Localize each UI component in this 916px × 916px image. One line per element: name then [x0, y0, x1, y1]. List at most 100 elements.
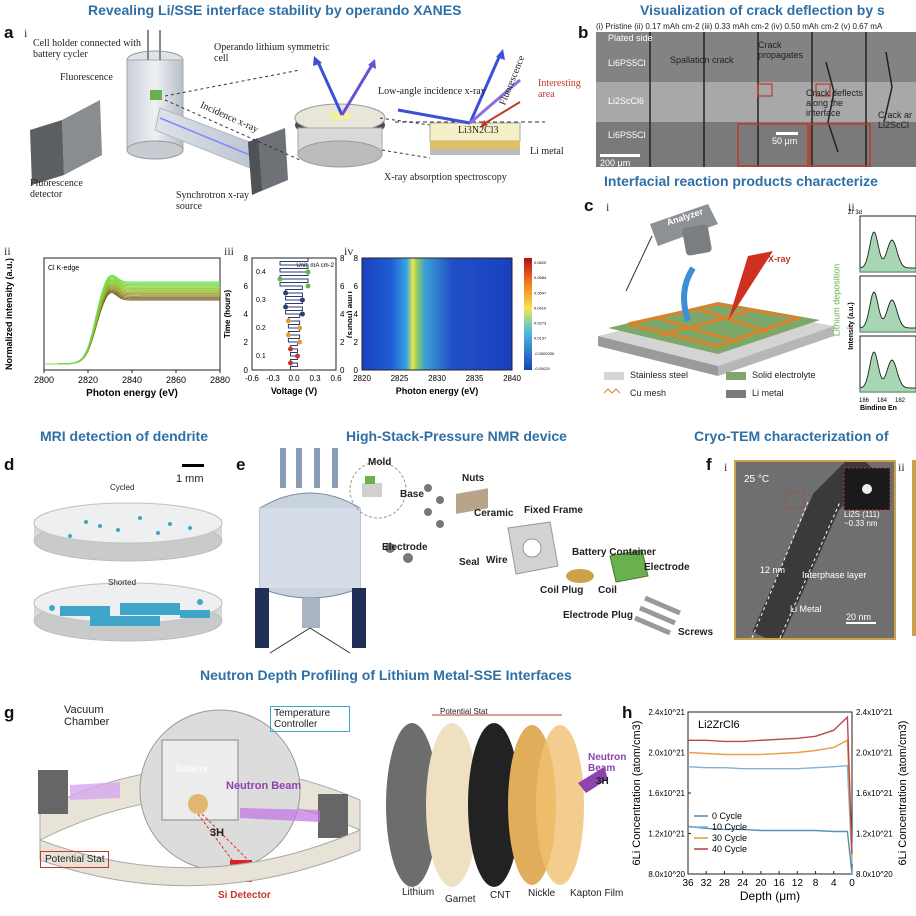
- legend-label: 40 Cycle: [712, 844, 747, 854]
- cryo-tem-image-ii: [912, 460, 916, 636]
- label-li-metal-f: Li Metal: [790, 604, 822, 614]
- x-tick-label: 8: [813, 878, 819, 889]
- y-tick-label: 8.0x10^20: [648, 870, 685, 879]
- legend-solid-electrolyte: Solid electrolyte: [752, 370, 816, 380]
- layer-lithium: Lithium: [402, 887, 435, 898]
- x-axis-label: Depth (μm): [740, 889, 800, 903]
- series-line: [44, 289, 220, 365]
- label-shorted: Shorted: [108, 578, 137, 587]
- panel-label-h: h: [622, 703, 633, 722]
- legend-label: 0 Cycle: [712, 811, 742, 821]
- colorbar-tick-label: 0.0273: [534, 321, 547, 326]
- annotation: Cl K-edge: [48, 265, 79, 272]
- title-crack: Visualization of crack deflection by s: [640, 2, 885, 18]
- title-cryo: Cryo-TEM characterization of: [694, 428, 889, 444]
- label-spallation: Spallation crack: [670, 55, 734, 65]
- legend-li-metal: Li metal: [752, 388, 784, 398]
- label-xray: X-ray: [768, 254, 791, 264]
- label-source: Synchrotron x-ray source: [176, 190, 250, 212]
- y-tick-label-right: 2.0x10^21: [856, 749, 893, 758]
- plot-frame: [251, 257, 337, 371]
- current-label: 0.4: [256, 269, 266, 276]
- xps-envelope: [859, 351, 916, 389]
- npd-setup: [38, 709, 361, 887]
- series-line: [44, 285, 220, 365]
- series-line-1: [687, 764, 853, 864]
- x-tick-label: 184: [877, 398, 888, 404]
- chart-title: Li2ZrCl6: [698, 719, 740, 731]
- x-tick-label: 16: [774, 878, 786, 889]
- scale-bar-d: [182, 464, 204, 467]
- colorbar-tick-label: 0.0410: [534, 305, 547, 310]
- peak-label: Zr 3d: [848, 210, 862, 216]
- crack-micrographs: [596, 32, 916, 167]
- x-axis-label: Binding En: [860, 405, 897, 410]
- label-crack-arrest: Crack ar Li2ScCl: [878, 110, 913, 130]
- y-tick-label: 0: [354, 366, 359, 375]
- colorbar-tick-label: 0.0684: [534, 275, 547, 280]
- nmr-device: [255, 448, 681, 654]
- series-line: [44, 278, 220, 365]
- label-li2s: Li2S (111) ~0.33 nm: [844, 510, 880, 528]
- sub-label-a-iv: iv: [344, 244, 354, 258]
- x-tick-label: 0.0: [288, 374, 300, 383]
- legend-cu-mesh: Cu mesh: [630, 388, 667, 398]
- colorbar-tick-label: -0.0000250: [534, 351, 555, 356]
- current-label: 0.3: [256, 297, 266, 304]
- sub-label-c-ii: ii: [848, 200, 855, 214]
- x-tick-label: 4: [831, 878, 837, 889]
- title-xanes: Revealing Li/SSE interface stability by …: [88, 2, 462, 18]
- sub-label-f-ii: ii: [898, 460, 905, 474]
- y-axis-label: 6Li Concentration (atom/cm3): [631, 721, 643, 866]
- y-tick-label: 2: [354, 338, 359, 347]
- x-tick-label: -0.3: [266, 374, 280, 383]
- label-operando: Operando lithium symmetric cell: [214, 42, 330, 64]
- xps-envelope: [859, 231, 916, 269]
- scale-1mm: 1 mm: [176, 473, 204, 485]
- label-electrode-plug: Electrode Plug: [563, 610, 634, 621]
- x-tick-label: 2840: [122, 375, 142, 385]
- title-xps: Interfacial reaction products characteri…: [604, 173, 878, 189]
- label-low-angle: Low-angle incidence x-ray: [378, 86, 486, 97]
- sub-label-c-i: i: [606, 200, 610, 214]
- colorbar-tick-label: 0.0547: [534, 290, 547, 295]
- x-tick-label: 2825: [391, 374, 409, 383]
- y-axis-label-right: 6Li Concentration (atom/cm3): [897, 721, 909, 866]
- cryo-tem-image: [734, 451, 896, 645]
- x-axis-label: Voltage (V): [271, 386, 317, 396]
- y-tick-label-right: 1.2x10^21: [856, 830, 893, 839]
- y-tick-label: 2: [244, 338, 249, 347]
- label-layer-3: Li6PS5Cl: [608, 130, 646, 140]
- series-line-0: [687, 825, 853, 875]
- label-cycled: Cycled: [110, 483, 135, 492]
- y-tick-label-right: 8: [340, 254, 345, 263]
- y-tick-label: 6: [244, 282, 249, 291]
- layer-nickle: Nickle: [528, 888, 556, 899]
- measurement-point: [277, 276, 283, 282]
- legend-label: 30 Cycle: [712, 833, 747, 843]
- measurement-point: [305, 283, 311, 289]
- scale-200um: 200 μm: [600, 158, 631, 168]
- plot-frame: [43, 257, 221, 371]
- y-tick-label: 2.4x10^21: [648, 708, 685, 717]
- colorbar-tick-label: -0.00020: [534, 366, 551, 371]
- series-line: [44, 290, 220, 365]
- panel-label-a: a: [4, 23, 14, 42]
- label-mold: Mold: [368, 457, 392, 468]
- x-tick-label: 24: [737, 878, 749, 889]
- x-tick-label: 2835: [466, 374, 484, 383]
- x-tick-label: 2820: [353, 374, 371, 383]
- label-seal: Seal: [459, 557, 480, 568]
- label-potential-stat: Potential Stat: [40, 851, 110, 868]
- heatmap-field: [361, 257, 513, 371]
- scale-20nm: 20 nm: [846, 612, 872, 622]
- label-screws: Screws: [678, 627, 714, 638]
- legend-stainless: Stainless steel: [630, 370, 689, 380]
- x-tick-label: 182: [895, 398, 906, 404]
- y-tick-label-right: 2: [340, 338, 345, 347]
- measurement-point: [285, 318, 291, 324]
- label-wire: Wire: [486, 555, 508, 566]
- series-line-3: [688, 715, 853, 854]
- label-base: Base: [400, 489, 424, 500]
